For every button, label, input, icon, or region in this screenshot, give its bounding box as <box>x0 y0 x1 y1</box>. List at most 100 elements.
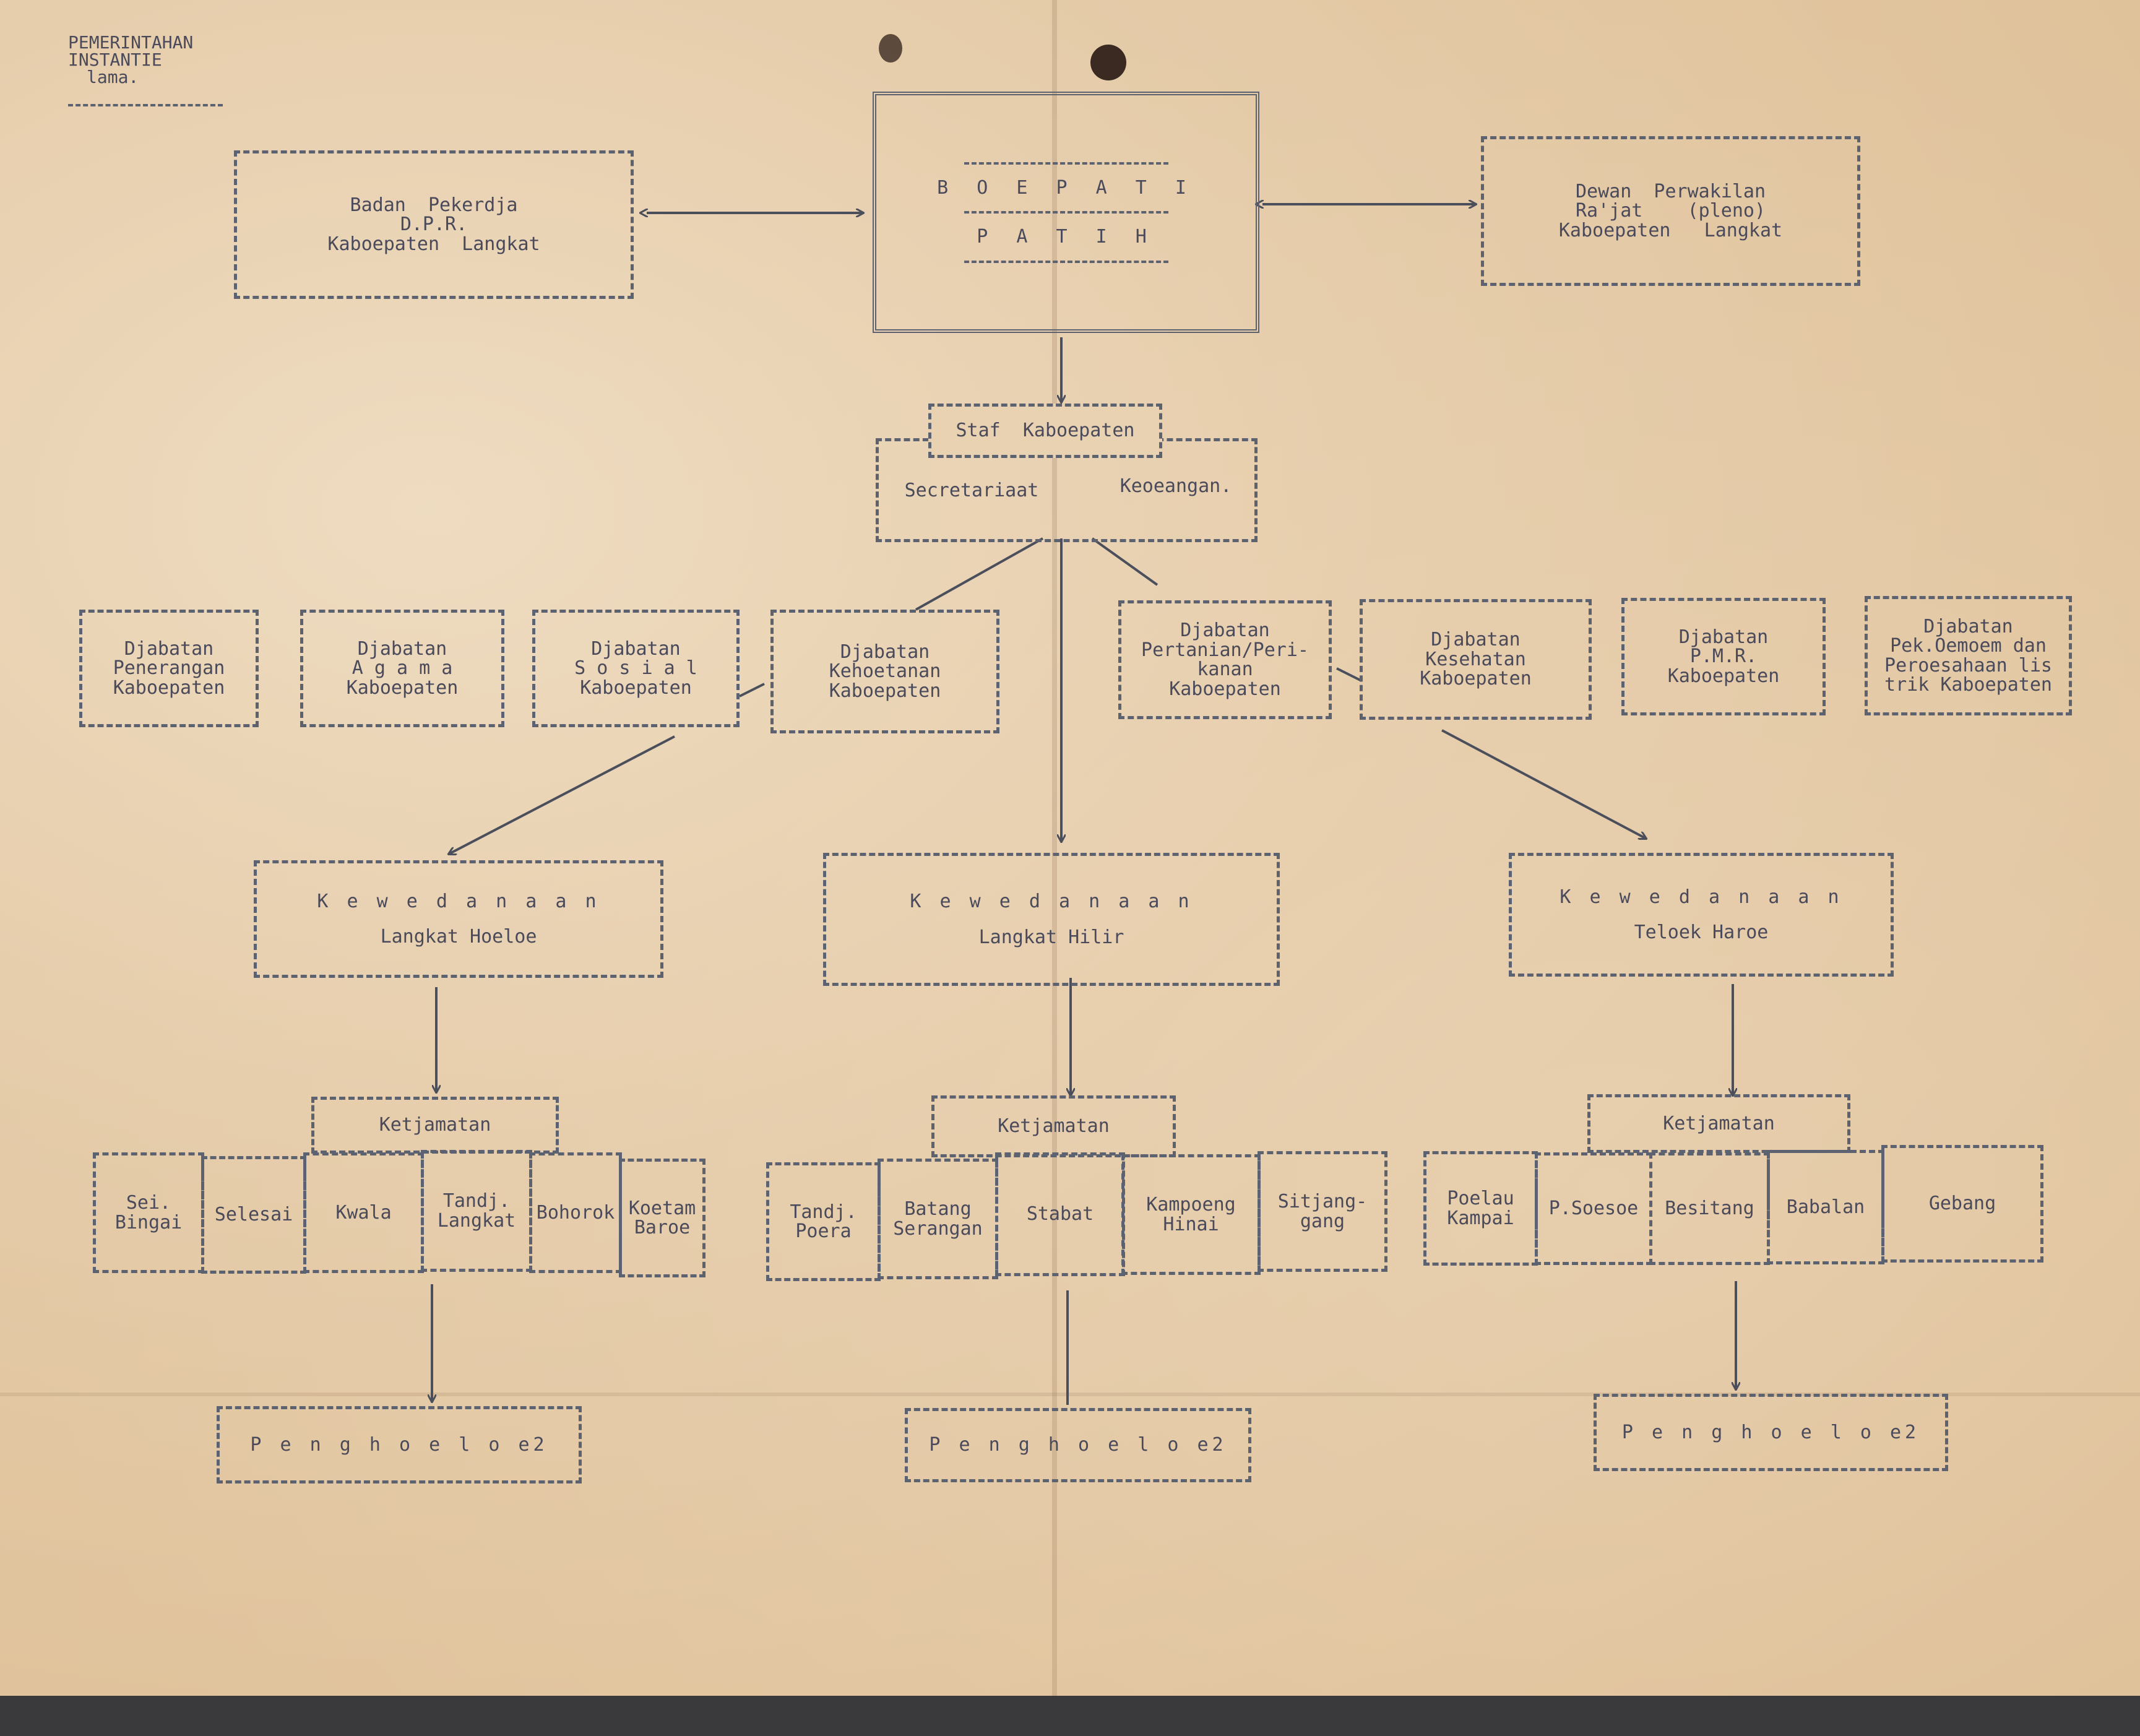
header-note-line: lama. <box>87 67 139 87</box>
ketjamatan-box: Koetam Baroe <box>619 1159 705 1277</box>
kewedanaan-title: K e w e d a n a a n <box>317 890 600 912</box>
box-text-line: Kampoeng <box>1146 1194 1236 1216</box>
box-text-line: Pek.Oemoem dan <box>1890 635 2047 657</box>
kewedanaan-title: K e w e d a n a a n <box>910 891 1193 912</box>
penghoeloe-label: P e n g h o e l o e2 <box>250 1433 548 1456</box>
box-text-line: Tandj. <box>790 1201 857 1223</box>
patih-rule <box>964 260 1168 263</box>
box-text-line: Langkat <box>437 1209 516 1232</box>
box-text-line: P.Soesoe <box>1548 1198 1639 1220</box>
penghoeloe-box: P e n g h o e l o e2 <box>1594 1394 1948 1471</box>
box-text-line: Kaboepaten <box>1420 668 1532 690</box>
box-text-line: Ra'jat (pleno) <box>1575 200 1766 222</box>
box-text-line: Kaboepaten Langkat <box>1558 219 1783 241</box>
staf-title-box: Staf Kaboepaten <box>928 404 1162 458</box>
box-text-line: Babalan <box>1786 1196 1865 1218</box>
boepati-rule <box>964 211 1168 214</box>
ketjamatan-box: Kampoeng Hinai <box>1121 1154 1261 1275</box>
ketjamatan-label: Ketjamatan <box>998 1115 1110 1138</box>
header-note-line: PEMERINTAHAN <box>68 32 194 53</box>
boepati-rule <box>964 162 1168 165</box>
ketjamatan-box: Besitang <box>1649 1152 1770 1265</box>
ketjamatan-header-box: Ketjamatan <box>1587 1094 1850 1153</box>
djabatan-pek-oemoem-box: Djabatan Pek.Oemoem dan Peroesahaan lis … <box>1865 596 2072 715</box>
box-text-line: Sitjang- <box>1277 1191 1368 1212</box>
ketjamatan-header-box: Ketjamatan <box>931 1095 1176 1157</box>
ketjamatan-box: Tandj. Poera <box>766 1162 881 1281</box>
ketjamatan-box: Poelau Kampai <box>1423 1151 1538 1266</box>
penghoeloe-box: P e n g h o e l o e2 <box>217 1406 582 1483</box>
ketjamatan-label: Ketjamatan <box>1663 1112 1775 1134</box>
penghoeloe-label: P e n g h o e l o e2 <box>929 1434 1227 1456</box>
box-text-line: Batang <box>904 1198 972 1220</box>
box-text-line: Kesehatan <box>1425 648 1526 670</box>
box-text-line: Djabatan <box>1431 629 1521 651</box>
kewedanaan-title: K e w e d a n a a n <box>1560 886 1843 908</box>
dewan-perwakilan-box: Dewan Perwakilan Ra'jat (pleno) Kaboepat… <box>1481 136 1860 286</box>
box-text-line: Kaboepaten <box>1169 678 1281 700</box>
header-note-line: INSTANTIE <box>68 50 162 70</box>
box-text-line: Hinai <box>1163 1213 1219 1235</box>
box-text-line: kanan <box>1197 659 1253 680</box>
ketjamatan-label: Ketjamatan <box>379 1114 491 1136</box>
kewedanaan-name: Teloek Haroe <box>1634 922 1769 943</box>
ketjamatan-box: Selesai <box>201 1156 306 1274</box>
box-text-line: Poelau <box>1447 1188 1514 1209</box>
patih-title: P A T I H <box>977 226 1155 248</box>
box-text-line: P.M.R. <box>1689 646 1758 668</box>
box-text-line: Djabatan <box>1180 620 1270 641</box>
box-text-line: A g a m a <box>352 657 453 680</box>
djabatan-penerangan-box: Djabatan Penerangan Kaboepaten <box>79 610 259 727</box>
box-text-line: Penerangan <box>113 657 225 680</box>
box-text-line: Kaboepaten Langkat <box>327 233 540 255</box>
box-text-line: Djabatan <box>840 641 930 663</box>
header-rule <box>68 104 223 106</box>
box-text-line: Kaboepaten <box>346 676 459 699</box>
box-text-line: Pertanian/Peri- <box>1141 639 1309 661</box>
box-text-line: Bingai <box>114 1211 183 1233</box>
box-text-line: Kampai <box>1447 1207 1514 1229</box>
box-text-line: Badan Pekerdja <box>350 194 518 216</box>
box-text-line: Tandj. <box>442 1190 511 1212</box>
ketjamatan-box: Sitjang- gang <box>1258 1151 1387 1272</box>
kewedanaan-langkat-hilir-box: K e w e d a n a a n Langkat Hilir <box>823 853 1280 986</box>
paper-sheet <box>0 0 2140 1696</box>
staf-title: Staf Kaboepaten <box>956 420 1135 442</box>
penghoeloe-box: P e n g h o e l o e2 <box>905 1408 1251 1482</box>
penghoeloe-label: P e n g h o e l o e2 <box>1621 1421 1920 1443</box>
ketjamatan-box: Kwala <box>303 1152 424 1273</box>
box-text-line: Stabat <box>1026 1203 1094 1225</box>
box-text-line: Djabatan <box>124 637 214 660</box>
box-text-line: Djabatan <box>357 637 447 660</box>
keoeangan-label: Keoeangan. <box>1120 475 1232 497</box>
box-text-line: Besitang <box>1665 1198 1754 1220</box>
ink-stain <box>1090 45 1126 80</box>
box-text-line: Bohorok <box>536 1201 615 1224</box>
djabatan-agama-box: Djabatan A g a m a Kaboepaten <box>300 610 504 727</box>
box-text-line: Selesai <box>214 1204 293 1226</box>
djabatan-kesehatan-box: Djabatan Kesehatan Kaboepaten <box>1360 599 1592 720</box>
box-text-line: D.P.R. <box>400 214 468 236</box>
box-text-line: Sei. <box>126 1192 171 1214</box>
djabatan-sosial-box: Djabatan S o s i a l Kaboepaten <box>532 610 740 727</box>
box-text-line: Kaboepaten <box>580 676 692 699</box>
box-text-line: Djabatan <box>591 637 681 660</box>
ketjamatan-box: Gebang <box>1881 1145 2043 1263</box>
ketjamatan-box: Babalan <box>1767 1150 1884 1264</box>
box-text-line: trik Kaboepaten <box>1884 674 2052 696</box>
djabatan-kehoetanan-box: Djabatan Kehoetanan Kaboepaten <box>770 610 999 733</box>
box-text-line: Baroe <box>634 1217 691 1238</box>
box-text-line: Poera <box>795 1220 852 1242</box>
secretariaat-label: Secretariaat <box>904 480 1039 501</box>
ketjamatan-header-box: Ketjamatan <box>311 1097 559 1154</box>
ketjamatan-box: Bohorok <box>529 1152 622 1273</box>
box-text-line: Djabatan <box>1923 615 2013 637</box>
boepati-title: B O E P A T I <box>937 176 1195 199</box>
table-edge <box>0 1696 2140 1736</box>
kewedanaan-teloek-haroe-box: K e w e d a n a a n Teloek Haroe <box>1509 853 1894 977</box>
header-note: PEMERINTAHAN INSTANTIE lama. <box>68 34 193 86</box>
box-text-line: Kwala <box>335 1201 392 1224</box>
box-text-line: gang <box>1300 1210 1345 1232</box>
box-text-line: Koetam <box>628 1197 696 1219</box>
kewedanaan-name: Langkat Hilir <box>978 926 1124 948</box>
